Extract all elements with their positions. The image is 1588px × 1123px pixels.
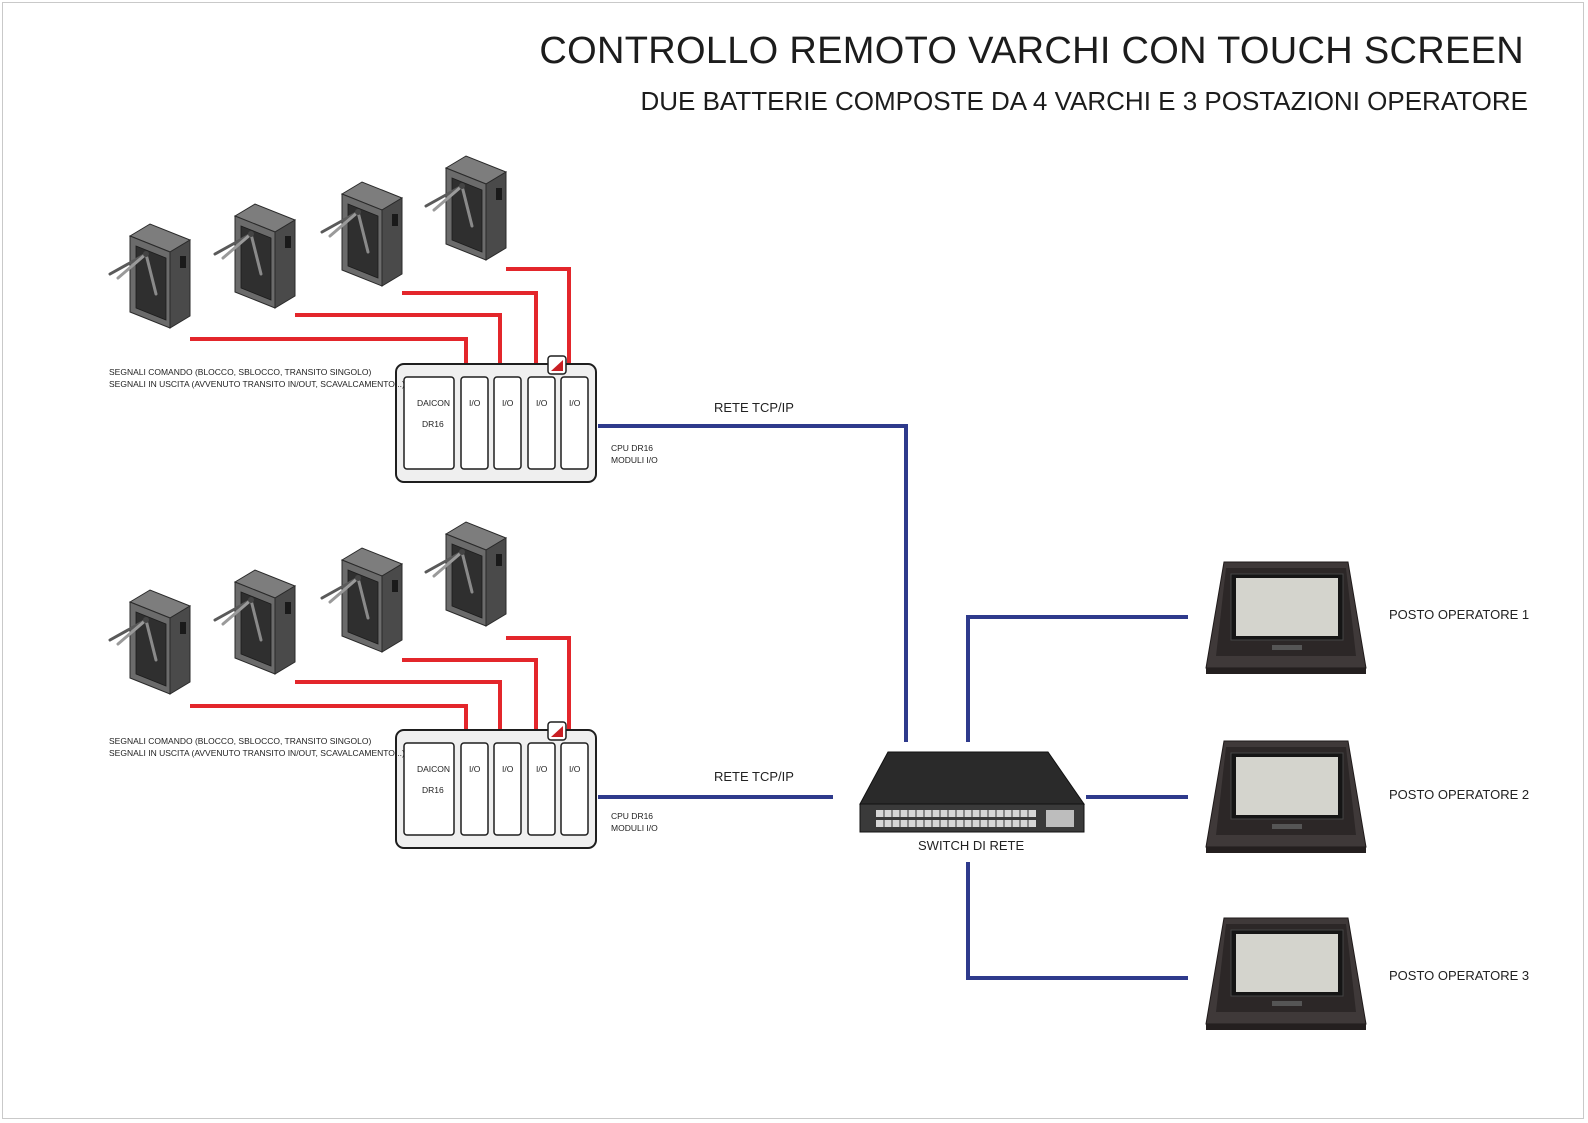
- battery-2-cpu-caption-2: MODULI I/O: [611, 823, 658, 833]
- battery-2-turnstile-4: [424, 520, 508, 628]
- diagram-title: CONTROLLO REMOTO VARCHI CON TOUCH SCREEN: [539, 30, 1524, 72]
- battery-2-module-3: I/O: [536, 764, 548, 774]
- battery-1-cpu-caption-1: CPU DR16: [611, 443, 654, 453]
- operator-3-label: POSTO OPERATORE 3: [1389, 968, 1530, 983]
- switch-label: SWITCH DI RETE: [918, 838, 1025, 853]
- network-wires: [598, 424, 1188, 980]
- battery-1-network-label: RETE TCP/IP: [714, 400, 794, 415]
- battery-2-signals-line-1: SEGNALI COMANDO (BLOCCO, SBLOCCO, TRANSI…: [109, 736, 372, 746]
- operator-1-label: POSTO OPERATORE 1: [1389, 607, 1530, 622]
- battery-1-cpu-brand: DAICON: [417, 398, 451, 408]
- battery-2-signals-line-2: SEGNALI IN USCITA (AVVENUTO TRANSITO IN/…: [109, 748, 405, 758]
- battery-2-signal-wires: [190, 636, 571, 734]
- battery-1-cpu-caption-2: MODULI I/O: [611, 455, 658, 465]
- battery-1-module-3: I/O: [536, 398, 548, 408]
- battery-1-module-2: I/O: [502, 398, 514, 408]
- operator-panel-2: [1205, 740, 1367, 854]
- operator-panel-1: [1205, 561, 1367, 675]
- battery-1-turnstile-2: [213, 202, 297, 310]
- battery-1-module-1: I/O: [469, 398, 481, 408]
- network-switch: [859, 751, 1085, 833]
- battery-1-turnstile-3: [320, 180, 404, 288]
- battery-1-turnstile-1: [108, 222, 192, 330]
- battery-2-cpu-caption-1: CPU DR16: [611, 811, 654, 821]
- battery-1-signals-line-2: SEGNALI IN USCITA (AVVENUTO TRANSITO IN/…: [109, 379, 405, 389]
- battery-2-turnstile-3: [320, 546, 404, 654]
- battery-2-module-4: I/O: [569, 764, 581, 774]
- battery-1-signals-line-1: SEGNALI COMANDO (BLOCCO, SBLOCCO, TRANSI…: [109, 367, 372, 377]
- diagram-subtitle: DUE BATTERIE COMPOSTE DA 4 VARCHI E 3 PO…: [640, 86, 1528, 116]
- battery-1-signal-wires: [190, 267, 571, 368]
- battery-2-controller: [395, 721, 597, 849]
- battery-1-controller: [395, 355, 597, 483]
- battery-2-cpu-brand: DAICON: [417, 764, 451, 774]
- operator-panel-3: [1205, 917, 1367, 1031]
- battery-2-cpu-model: DR16: [422, 785, 444, 795]
- operator-2-label: POSTO OPERATORE 2: [1389, 787, 1530, 802]
- battery-1-turnstile-4: [424, 154, 508, 262]
- battery-2-module-1: I/O: [469, 764, 481, 774]
- battery-2-network-label: RETE TCP/IP: [714, 769, 794, 784]
- battery-1-module-4: I/O: [569, 398, 581, 408]
- battery-2-turnstile-1: [108, 588, 192, 696]
- battery-2-turnstile-2: [213, 568, 297, 676]
- battery-2-module-2: I/O: [502, 764, 514, 774]
- battery-1-cpu-model: DR16: [422, 419, 444, 429]
